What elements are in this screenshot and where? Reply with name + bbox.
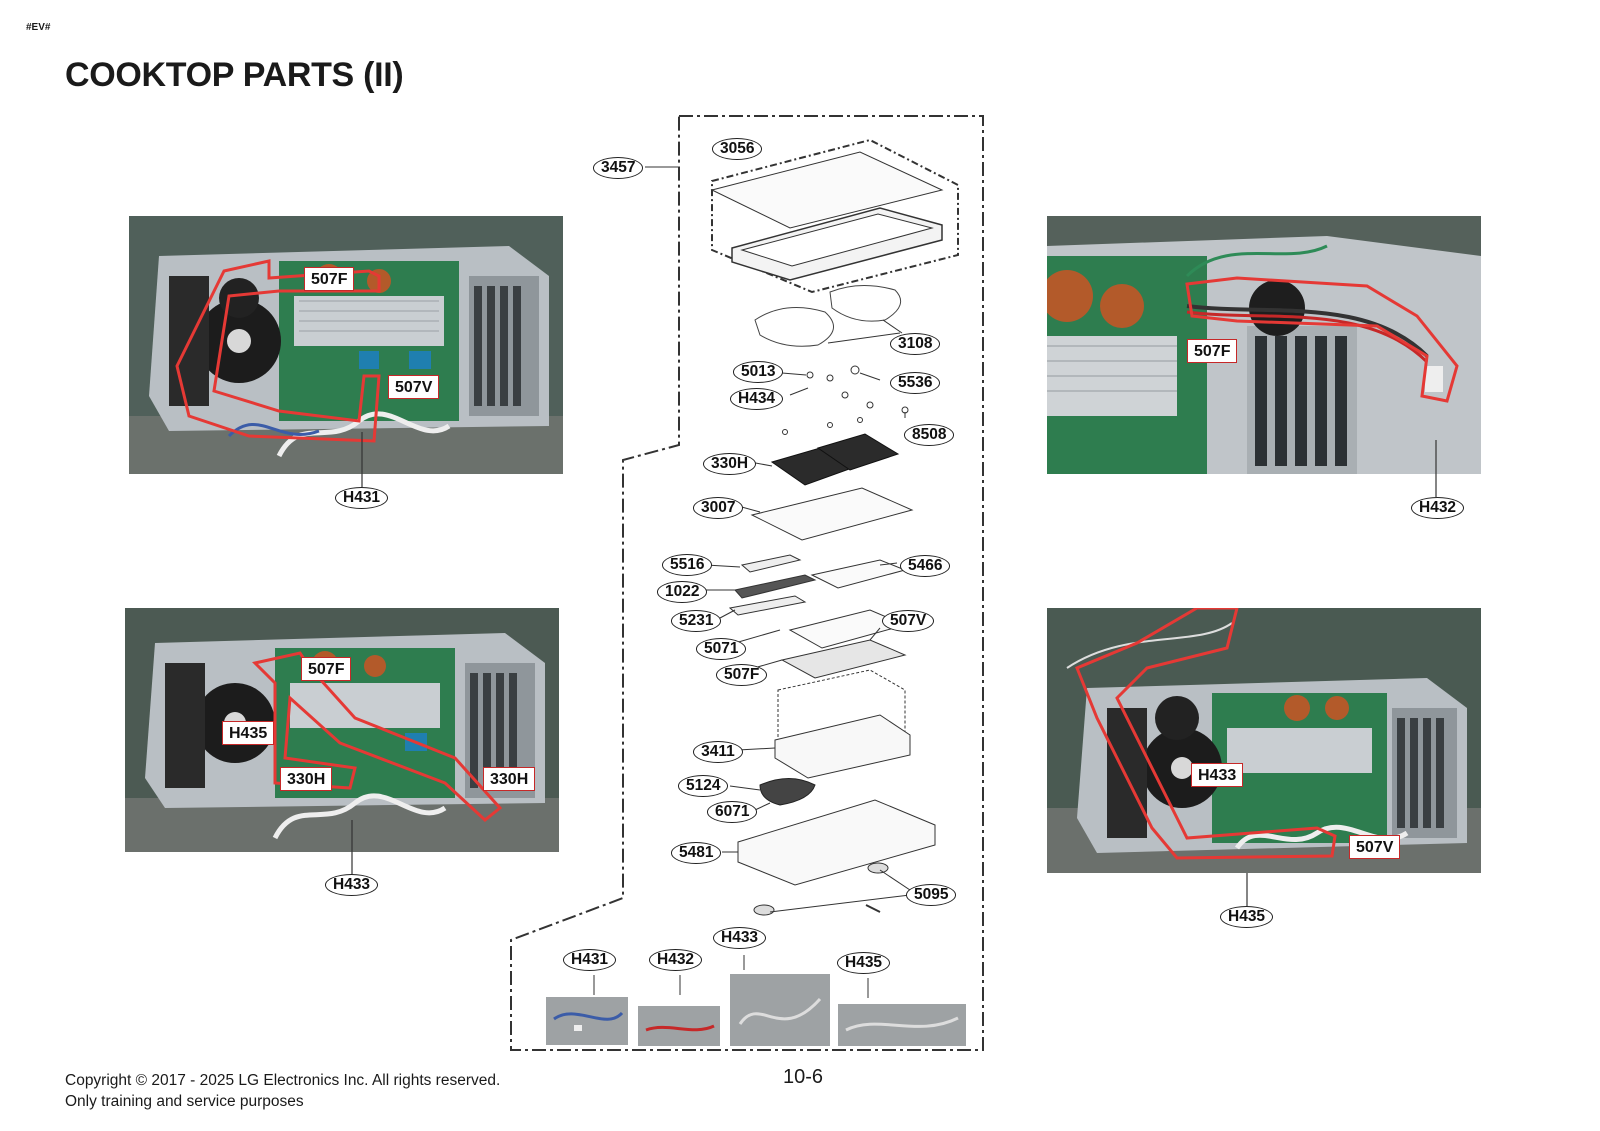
part-label-507v: 507V xyxy=(882,610,935,632)
callout-h433: H433 xyxy=(1191,763,1244,787)
document-tag: #EV# xyxy=(26,22,51,33)
callout-507f: 507F xyxy=(301,657,352,681)
harness-label-h433: H433 xyxy=(325,874,379,896)
harness-photo-h433 xyxy=(730,974,830,1046)
page-title: COOKTOP PARTS (II) xyxy=(65,56,404,94)
part-label-3108: 3108 xyxy=(890,333,941,355)
part-label-507f: 507F xyxy=(716,664,768,686)
part-label-5516: 5516 xyxy=(662,554,713,576)
part-label-5071: 5071 xyxy=(696,638,747,660)
harness-label-h432: H432 xyxy=(1411,497,1465,519)
purpose-text: Only training and service purposes xyxy=(65,1093,304,1110)
page-number: 10-6 xyxy=(783,1066,824,1088)
harness-pill-h433: H433 xyxy=(713,927,767,949)
part-label-5124: 5124 xyxy=(678,775,729,797)
part-label-h434: H434 xyxy=(730,388,784,410)
photo-top-right xyxy=(1047,216,1481,474)
harness-photo-h431 xyxy=(546,997,628,1045)
part-label-5466: 5466 xyxy=(900,555,951,577)
part-label-5481: 5481 xyxy=(671,842,722,864)
footer-copyright-block: Copyright © 2017 - 2025 LG Electronics I… xyxy=(65,1070,500,1112)
part-label-5013: 5013 xyxy=(733,361,784,383)
callout-h435: H435 xyxy=(222,721,275,745)
harness-label-h431: H431 xyxy=(335,487,389,509)
harness-photo-h435 xyxy=(838,1004,966,1046)
harness-photo-h432 xyxy=(638,1006,720,1046)
part-label-5231: 5231 xyxy=(671,610,722,632)
part-label-3411: 3411 xyxy=(693,741,743,763)
photo-bottom-right xyxy=(1047,608,1481,873)
callout-330h-right: 330H xyxy=(483,767,536,791)
part-label-1022: 1022 xyxy=(657,581,708,603)
part-label-8508: 8508 xyxy=(904,424,955,446)
photo-top-left xyxy=(129,216,563,474)
callout-507v: 507V xyxy=(388,375,440,399)
part-label-3007: 3007 xyxy=(693,497,744,519)
part-label-5536: 5536 xyxy=(890,372,941,394)
part-label-5095: 5095 xyxy=(906,884,957,906)
harness-pill-h432: H432 xyxy=(649,949,703,971)
callout-330h-left: 330H xyxy=(280,767,333,791)
harness-label-h435: H435 xyxy=(1220,906,1274,928)
part-label-3457: 3457 xyxy=(593,157,644,179)
harness-pill-h435: H435 xyxy=(837,952,891,974)
part-label-6071: 6071 xyxy=(707,801,758,823)
callout-507f: 507F xyxy=(1187,339,1238,363)
part-label-330h: 330H xyxy=(703,453,757,475)
copyright-text: Copyright © 2017 - 2025 LG Electronics I… xyxy=(65,1072,501,1089)
callout-507v: 507V xyxy=(1349,835,1401,859)
harness-pill-h431: H431 xyxy=(563,949,617,971)
callout-507f: 507F xyxy=(304,267,355,291)
part-label-3056: 3056 xyxy=(712,138,763,160)
